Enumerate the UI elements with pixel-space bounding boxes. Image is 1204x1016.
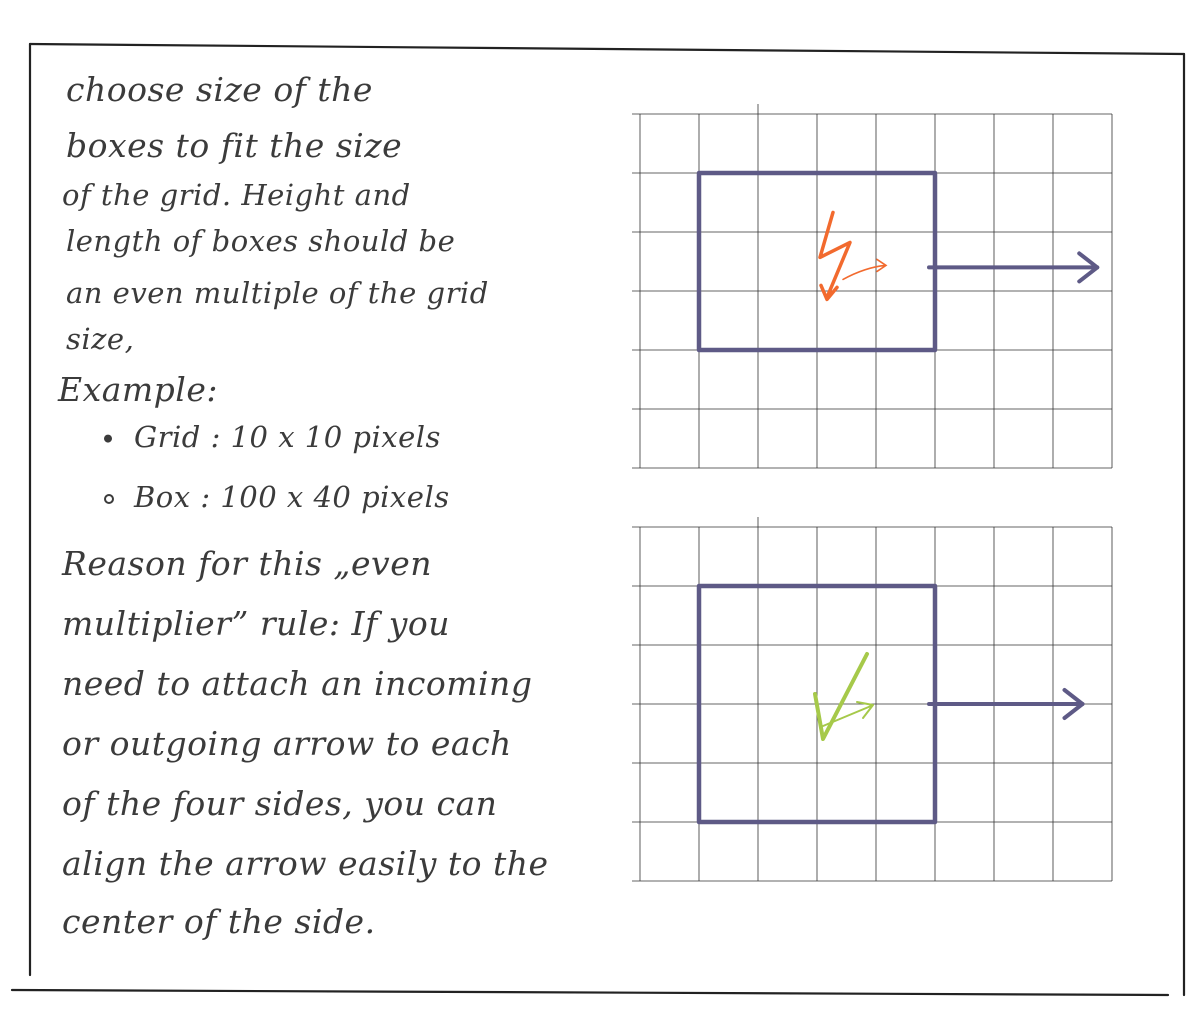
aligned-hint-arrow: [822, 701, 874, 727]
reason-line-5: of the four sides, you can: [62, 784, 498, 823]
note-line-6: size,: [66, 322, 135, 356]
lightning-icon: [818, 210, 852, 302]
example-grid-bullet: Grid : 10 x 10 pixels: [134, 420, 441, 454]
reason-line-2: multiplier” rule: If you: [62, 604, 451, 643]
note-line-3: of the grid. Height and: [62, 178, 411, 212]
reason-line-7: center of the side.: [62, 902, 376, 941]
outgoing-arrow-head: [1077, 251, 1100, 284]
example-heading: Example:: [58, 370, 218, 409]
note-line-1: choose size of the: [66, 70, 373, 109]
reason-line-4: or outgoing arrow to each: [62, 724, 512, 763]
note-line-5: an even multiple of the grid: [66, 276, 489, 310]
reason-line-6: align the arrow easily to the: [62, 844, 549, 883]
reason-line-3: need to attach an incoming: [62, 664, 533, 703]
misaligned-hint-arrow: [842, 258, 888, 281]
grid-diagram-bad: [632, 104, 1113, 469]
box-shape: [696, 170, 938, 353]
note-line-2: boxes to fit the size: [66, 126, 403, 165]
example-box-bullet: Box : 100 x 40 pixels: [134, 480, 450, 514]
grid-diagram-good: [632, 517, 1113, 882]
outer-border: [10, 42, 1186, 997]
reason-line-1: Reason for this „even: [62, 544, 432, 583]
checkmark-icon: [813, 652, 869, 741]
note-line-4: length of boxes should be: [66, 224, 456, 258]
outgoing-arrow-head: [1062, 688, 1085, 720]
